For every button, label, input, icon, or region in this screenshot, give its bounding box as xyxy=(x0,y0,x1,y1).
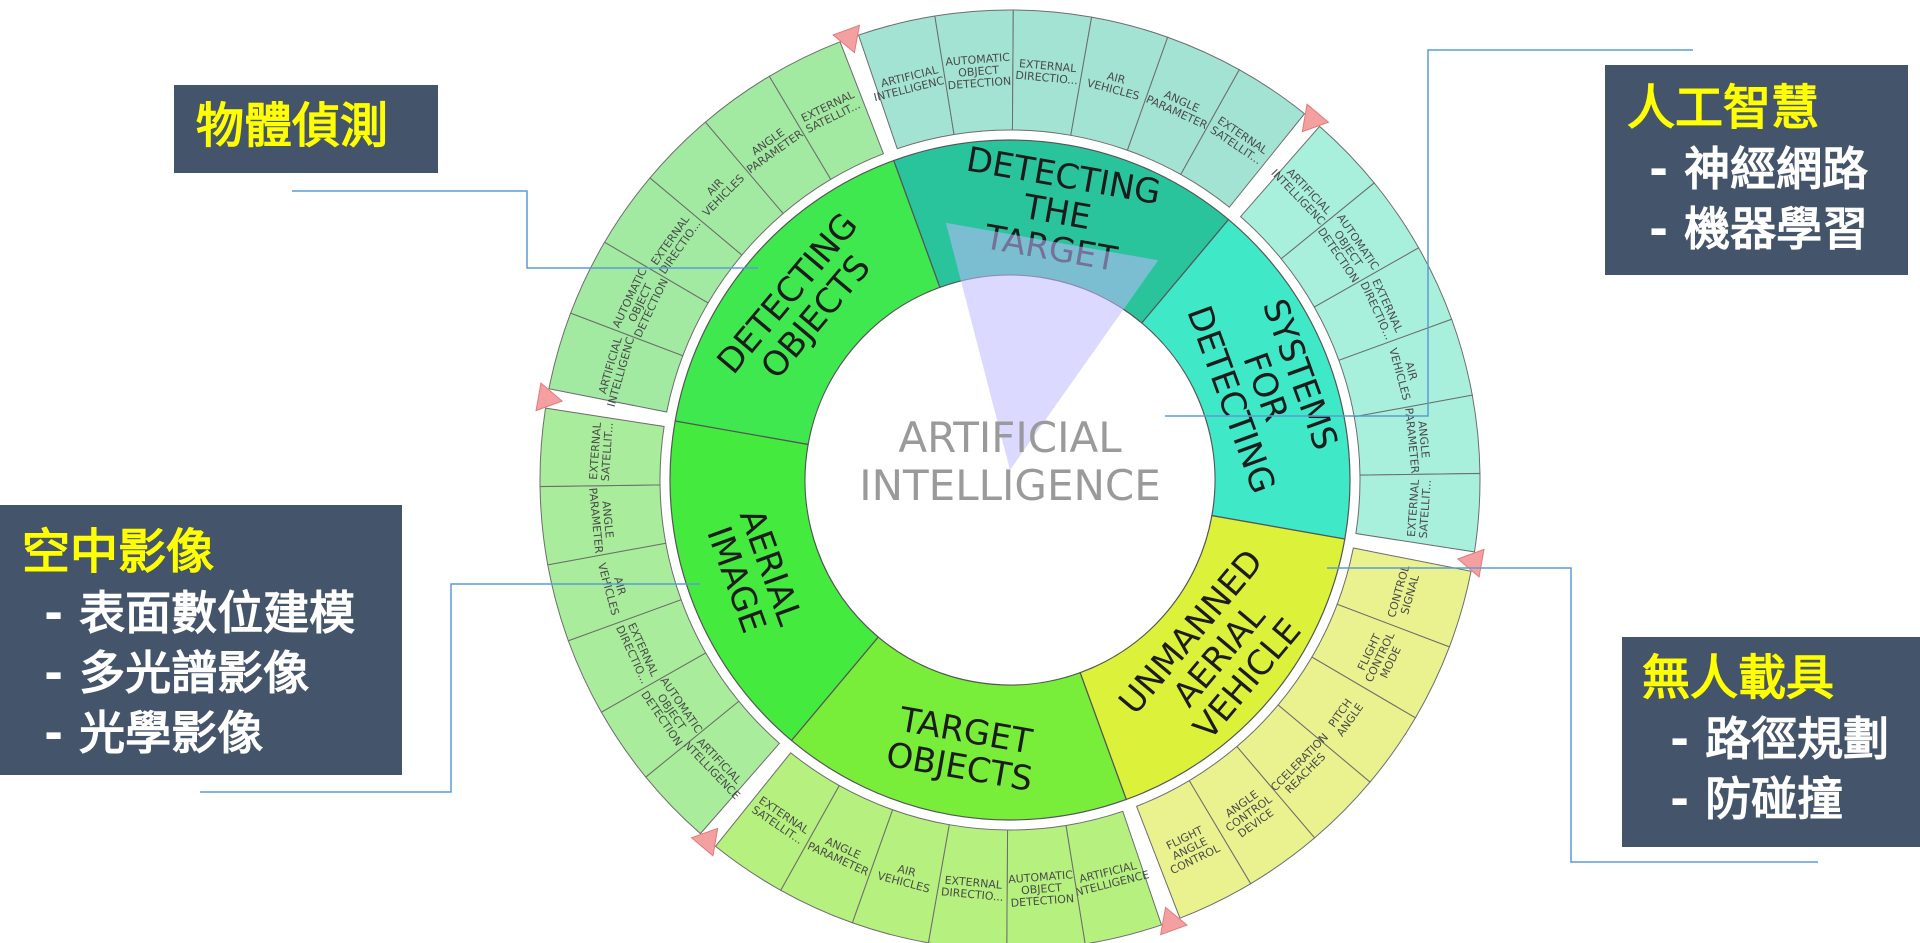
inner-ring-segment[interactable] xyxy=(674,159,941,446)
outer-ring-label: EXTERNALSATELLIT... xyxy=(1405,478,1434,539)
outer-ring: ARTIFICIALINTELLIGENCE AUTOMATICOBJECTDET… xyxy=(539,9,1481,943)
callout-item: - 光學影像 xyxy=(44,706,264,760)
inner-ring-segment[interactable] xyxy=(1140,218,1351,540)
outer-ring-cell xyxy=(768,41,885,181)
inner-ring-label: TARGETOBJECTS xyxy=(883,699,1042,800)
outer-ring-label: EXTERNALDIRECTIO... xyxy=(1015,57,1080,87)
outer-ring-label: AUTOMATICOBJECTDETECTION xyxy=(945,51,1013,93)
ai-callout: 人工智慧 - 神經網路 - 機器學習 xyxy=(1605,65,1908,275)
object-detection-callout: 物體偵測 xyxy=(174,85,438,173)
outer-ring-label: AUTOMATICOBJECTDETECTION xyxy=(1008,868,1076,910)
leader-lines xyxy=(200,49,1818,863)
callout-item: - 多光譜影像 xyxy=(44,646,310,700)
callout-item: - 機器學習 xyxy=(1649,202,1869,256)
center-label: ARTIFICIAL INTELLIGENCE xyxy=(859,413,1161,510)
aerial-image-callout: 空中影像 - 表面數位建模 - 多光譜影像 - 光學影像 xyxy=(0,505,402,775)
outer-ring-cell xyxy=(1355,472,1481,553)
outer-ring-label: ANGLEPARAMETER xyxy=(586,486,617,554)
segment-marker xyxy=(1301,103,1330,133)
callout-title: 空中影像 xyxy=(22,524,215,580)
outer-ring-label: EXTERNALSATELLIT... xyxy=(587,421,616,482)
segment-marker xyxy=(1159,906,1188,936)
segment-marker xyxy=(832,24,861,54)
outer-ring-cell xyxy=(1180,69,1306,208)
outer-ring-cell xyxy=(1135,779,1252,919)
segment-markers xyxy=(535,24,1485,936)
outer-ring-label: EXTERNALDIRECTIO... xyxy=(940,873,1005,903)
outer-ring-label: ANGLEPARAMETER xyxy=(1402,406,1433,474)
segment-marker xyxy=(690,827,719,857)
outer-ring-cell xyxy=(714,752,840,891)
leader-line xyxy=(1327,567,1818,863)
center-label-line-1: ARTIFICIAL xyxy=(898,413,1122,462)
callout-item: - 表面數位建模 xyxy=(44,586,356,640)
leader-line xyxy=(1165,49,1693,417)
segment-marker xyxy=(535,382,564,412)
selection-spotlight xyxy=(945,222,1159,470)
leader-line xyxy=(292,190,758,269)
callout-item: - 神經網路 xyxy=(1649,142,1869,196)
callout-item: - 路徑規劃 xyxy=(1670,712,1890,766)
inner-ring-segment[interactable] xyxy=(790,636,1128,821)
uav-callout: 無人載具 - 路徑規劃 - 防碰撞 xyxy=(1622,637,1920,847)
center-label-line-2: INTELLIGENCE xyxy=(859,461,1161,510)
inner-ring-segment[interactable] xyxy=(669,420,880,742)
callout-item: - 防碰撞 xyxy=(1670,772,1844,826)
leader-line xyxy=(200,583,700,793)
callout-title: 無人載具 xyxy=(1642,650,1835,706)
callout-title: 物體偵測 xyxy=(196,98,389,154)
callout-title: 人工智慧 xyxy=(1627,80,1820,136)
inner-ring-segment[interactable] xyxy=(1079,514,1346,801)
outer-ring-cell xyxy=(539,407,665,488)
